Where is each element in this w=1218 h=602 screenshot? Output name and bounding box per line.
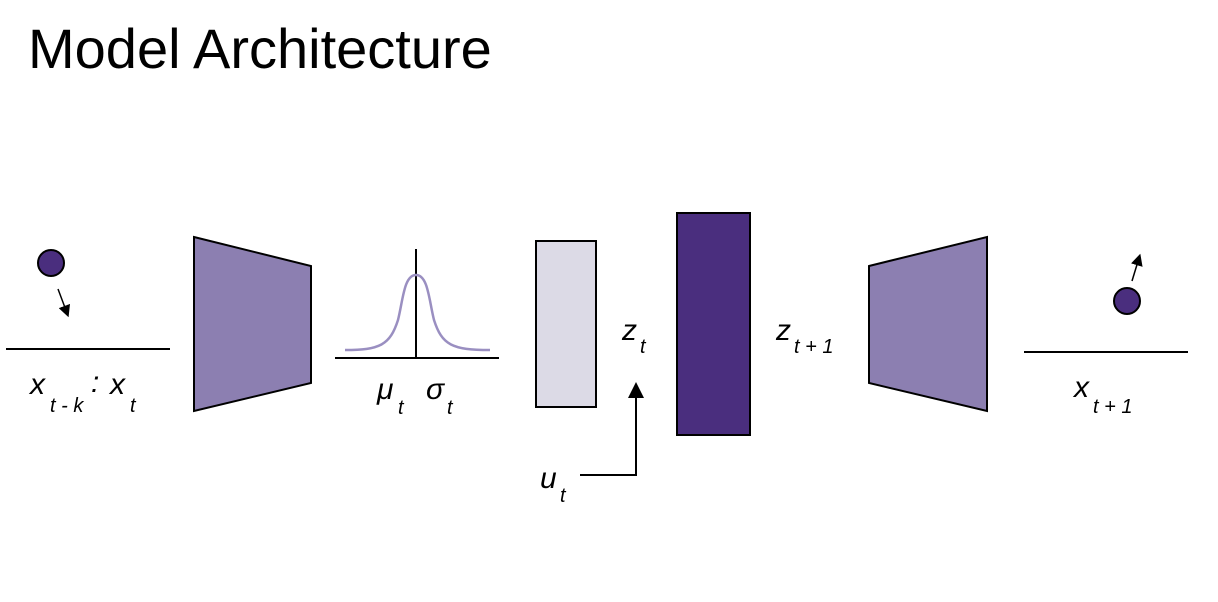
gaussian-curve bbox=[344, 273, 491, 352]
output-x-label: x bbox=[1072, 371, 1090, 404]
input-colon: : bbox=[91, 366, 99, 399]
input-ball bbox=[37, 249, 65, 277]
z-next-label: z bbox=[775, 314, 791, 347]
input-x2-subscript: t bbox=[130, 395, 137, 417]
output-x-subscript: t + 1 bbox=[1093, 396, 1132, 418]
z-label: z bbox=[621, 314, 637, 347]
encoder-block bbox=[193, 235, 312, 413]
input-x-label: x bbox=[28, 368, 46, 401]
input-x2-label: x bbox=[108, 368, 126, 401]
action-arrow bbox=[580, 382, 644, 476]
z-next-subscript: t + 1 bbox=[794, 336, 833, 358]
u-subscript: t bbox=[560, 485, 567, 507]
input-motion-arrow bbox=[57, 288, 70, 318]
page-title: Model Architecture bbox=[28, 17, 492, 80]
mu-subscript: t bbox=[398, 397, 405, 419]
z-subscript: t bbox=[640, 336, 647, 358]
transition-block bbox=[676, 212, 751, 436]
gaussian-distribution: μ t σ t bbox=[335, 249, 499, 419]
input-frame: x t - k : x t bbox=[6, 249, 170, 417]
mu-label: μ bbox=[376, 373, 393, 406]
u-label: u bbox=[540, 462, 557, 495]
action-input: u t bbox=[540, 382, 644, 507]
output-frame: x t + 1 bbox=[1024, 253, 1188, 418]
input-x-subscript: t - k bbox=[50, 395, 84, 417]
sigma-label: σ bbox=[426, 373, 446, 406]
decoder-block bbox=[868, 235, 988, 413]
sigma-subscript: t bbox=[447, 397, 454, 419]
latent-block bbox=[535, 240, 597, 408]
output-ball bbox=[1113, 287, 1141, 315]
output-motion-arrow bbox=[1131, 253, 1143, 282]
